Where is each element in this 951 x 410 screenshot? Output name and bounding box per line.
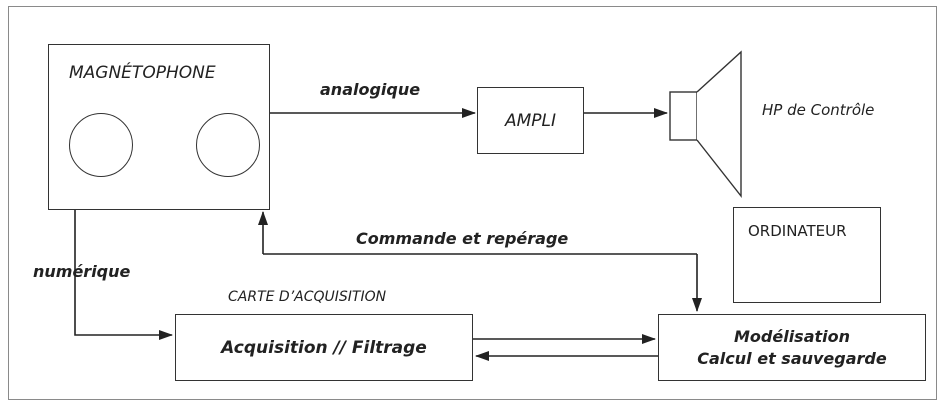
modeling-box: Modélisation Calcul et sauvegarde — [658, 314, 926, 381]
modeling-line1: Modélisation — [733, 326, 851, 346]
digital-arrow — [74, 210, 173, 340]
recorder-reel-left — [69, 113, 133, 177]
card-title: CARTE D’ACQUISITION — [228, 289, 387, 305]
amp-box: AMPLI — [477, 87, 584, 154]
modeling-line2: Calcul et sauvegarde — [697, 348, 887, 368]
speaker-label: HP de Contrôle — [762, 101, 875, 119]
acquisition-box: Acquisition // Filtrage — [175, 314, 473, 381]
digital-label: numérique — [33, 262, 131, 281]
recorder-label: MAGNÉTOPHONE — [69, 63, 216, 83]
recorder-box: MAGNÉTOPHONE — [48, 44, 270, 210]
analog-label: analogique — [320, 80, 421, 99]
speaker-icon — [669, 50, 742, 199]
diagram-frame — [8, 6, 937, 400]
recorder-reel-right — [196, 113, 260, 177]
computer-box: ORDINATEUR — [733, 207, 881, 303]
computer-label: ORDINATEUR — [748, 222, 847, 240]
control-label: Commande et repérage — [356, 229, 569, 248]
